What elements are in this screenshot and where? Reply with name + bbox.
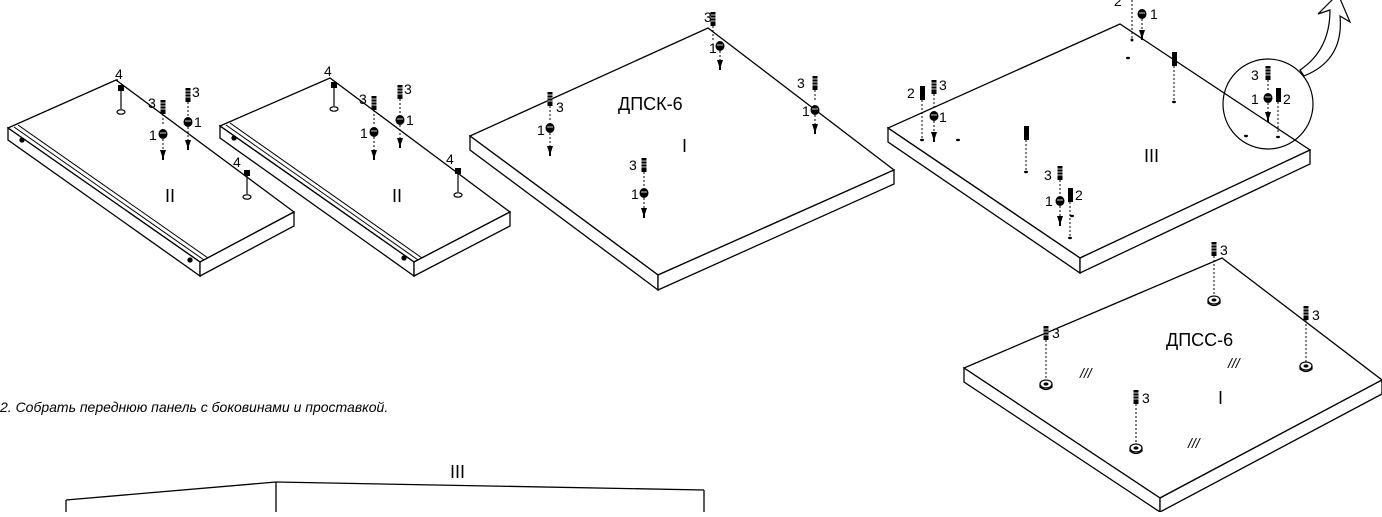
label-screw-14: 3 — [1312, 307, 1320, 323]
side-panel-left — [6, 79, 296, 278]
label-screw-1: 3 — [148, 95, 156, 111]
label-cam-1: 2 — [1114, 0, 1122, 9]
top-panel-number: I — [682, 136, 687, 156]
label-dowel-4: 1 — [406, 112, 414, 128]
label-screw-9: 3 — [939, 77, 947, 93]
label-cam-3: 2 — [1075, 187, 1083, 203]
back-panel — [886, 23, 1312, 275]
top-panel-name: ДПСК-6 — [618, 94, 683, 114]
label-screw-2: 3 — [192, 84, 200, 100]
arrow-icon — [1299, 0, 1352, 77]
label-screw-13: 3 — [1052, 325, 1060, 341]
bottom-panel-name: ДПСС-6 — [1166, 330, 1233, 350]
top-panel — [468, 27, 896, 292]
label-screw-10: 3 — [1044, 167, 1052, 183]
label-dowel-10: 1 — [939, 109, 947, 125]
glass-hatch-2: /// — [1227, 355, 1242, 371]
bottom-panel-number: I — [1218, 388, 1223, 408]
label-screw-15: 3 — [1142, 390, 1150, 406]
label-screw-11: 3 — [1251, 67, 1259, 83]
label-dowel-11: 1 — [1045, 193, 1053, 209]
side-panel-right — [218, 77, 512, 278]
label-screw-6: 3 — [556, 99, 564, 115]
label-cam-2: 2 — [907, 85, 915, 101]
label-cam-4: 2 — [1283, 91, 1291, 107]
label-dowel-5: 1 — [709, 40, 717, 56]
label-screw-8: 3 — [629, 157, 637, 173]
label-screw-4: 3 — [404, 81, 412, 97]
label-dowel-8: 1 — [631, 186, 639, 202]
side-panel-right-label: II — [392, 186, 402, 206]
label-dowel-7: 1 — [802, 103, 810, 119]
bottom-panel — [962, 257, 1382, 514]
step-caption: 2. Собрать переднюю панель с боковинами … — [0, 399, 389, 415]
label-support-3: 4 — [324, 63, 332, 79]
lower-assembly — [65, 481, 705, 512]
label-support-4: 4 — [446, 151, 454, 167]
label-dowel-3: 1 — [360, 125, 368, 141]
label-dowel-1: 1 — [149, 127, 157, 143]
label-dowel-12: 1 — [1251, 91, 1259, 107]
label-screw-5: 3 — [704, 9, 712, 25]
detail-circle — [1222, 58, 1314, 150]
label-screw-3: 3 — [359, 91, 367, 107]
back-panel-label: III — [1144, 146, 1159, 166]
label-screw-7: 3 — [797, 75, 805, 91]
label-support-1: 4 — [115, 66, 123, 82]
label-screw-12: 3 — [1220, 242, 1228, 258]
label-dowel-2: 1 — [194, 114, 202, 130]
glass-hatch-1: /// — [1079, 365, 1094, 381]
label-dowel-6: 1 — [537, 122, 545, 138]
side-panel-left-label: II — [165, 186, 175, 206]
label-support-2: 4 — [233, 154, 241, 170]
label-dowel-9: 1 — [1150, 6, 1158, 22]
glass-hatch-3: /// — [1187, 435, 1202, 451]
lower-assembly-label: III — [450, 462, 465, 482]
